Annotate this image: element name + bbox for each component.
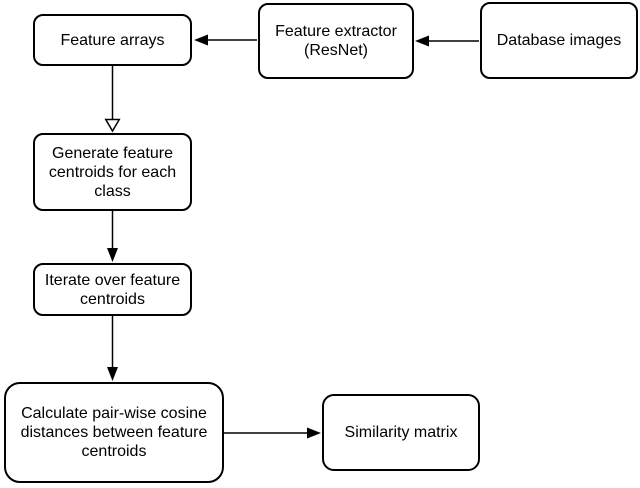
node-database-images: Database images [480,2,638,79]
node-calculate-distances: Calculate pair-wise cosine distances bet… [4,382,224,483]
arrow-generate-to-iterate [107,211,118,262]
node-feature-extractor: Feature extractor (ResNet) [258,3,414,79]
arrow-extractor-to-arrays [194,34,257,46]
node-similarity-matrix-label: Similarity matrix [344,424,458,441]
arrow-arrays-to-generate [104,66,121,133]
node-similarity-matrix: Similarity matrix [322,394,480,471]
node-generate-centroids-label: Generate feature centroids for each clas… [48,144,177,200]
node-iterate-centroids-label: Iterate over feature centroids [44,271,181,308]
node-feature-arrays: Feature arrays [33,14,192,66]
arrow-calculate-to-similarity [224,427,321,439]
arrow-iterate-to-calculate [107,316,118,381]
node-calculate-distances-label: Calculate pair-wise cosine distances bet… [20,405,208,460]
node-database-images-label: Database images [496,32,622,49]
node-feature-extractor-label: Feature extractor (ResNet) [275,23,397,59]
arrow-database-to-extractor [415,35,479,47]
node-generate-centroids: Generate feature centroids for each clas… [33,133,192,211]
node-iterate-centroids: Iterate over feature centroids [33,263,192,316]
node-feature-arrays-label: Feature arrays [60,31,165,49]
